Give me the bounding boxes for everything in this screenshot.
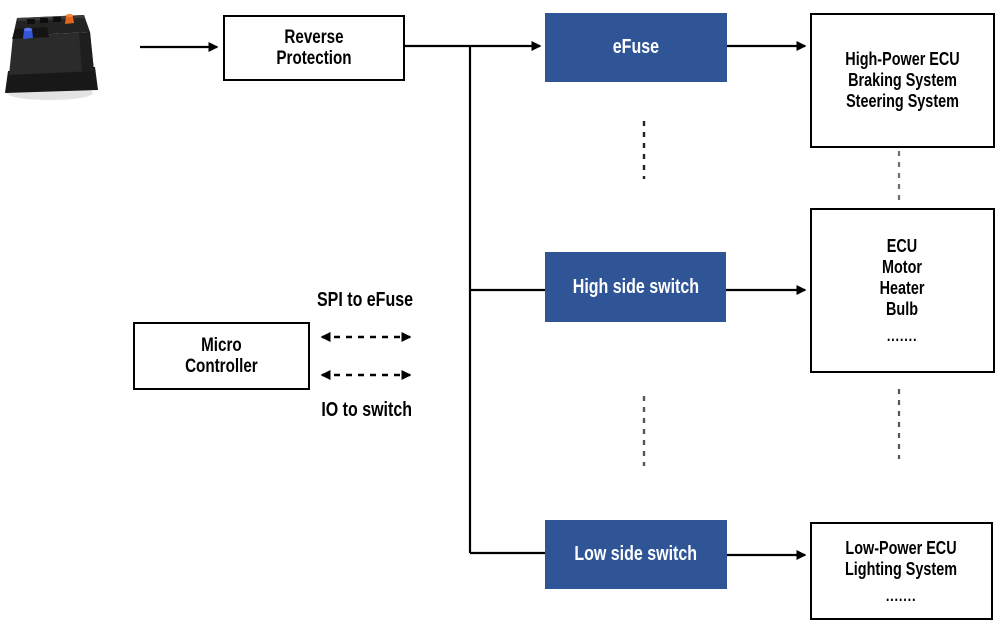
low-power-loads-box: Low-Power ECU Lighting System ....... (810, 522, 993, 620)
efuse-label: eFuse (612, 36, 660, 58)
car-battery-art (5, 13, 98, 100)
efuse-box: eFuse (545, 13, 727, 82)
battery-vent-cap (53, 17, 61, 22)
reverse-protection-box: Reverse Protection (223, 15, 405, 81)
battery-vent-cap (40, 18, 48, 23)
battery-body-shade (79, 32, 94, 72)
mid-loads-label: ECU Motor Heater Bulb (880, 236, 925, 319)
io-to-switch-label: IO to switch (321, 399, 413, 421)
micro-controller-box: Micro Controller (133, 322, 310, 390)
car-battery-icon (3, 3, 103, 103)
mid-loads-box: ECU Motor Heater Bulb ....... (810, 208, 995, 373)
reverse-protection-label: Reverse Protection (276, 27, 352, 69)
battery-terminal-blue-top (23, 27, 33, 32)
low-power-loads-label: Low-Power ECU Lighting System (845, 537, 958, 579)
battery-terminal-orange-top (65, 13, 74, 18)
battery-terminal-blue (23, 29, 33, 39)
high-side-switch-label: High side switch (572, 275, 699, 298)
low-side-switch-label: Low side switch (574, 543, 698, 565)
battery-terminal-orange (65, 15, 74, 24)
spi-to-efuse-label: SPI to eFuse (316, 289, 414, 311)
high-power-loads-box: High-Power ECU Braking System Steering S… (810, 13, 995, 148)
low-side-switch-box: Low side switch (545, 520, 727, 589)
low-power-loads-ellipsis: ....... (886, 587, 917, 605)
mid-loads-ellipsis: ....... (887, 328, 918, 345)
high-side-switch-box: High side switch (545, 252, 726, 322)
micro-controller-label: Micro Controller (185, 335, 258, 377)
battery-vent-cap (27, 19, 35, 24)
battery-body (9, 32, 94, 75)
high-power-loads-label: High-Power ECU Braking System Steering S… (845, 49, 960, 111)
